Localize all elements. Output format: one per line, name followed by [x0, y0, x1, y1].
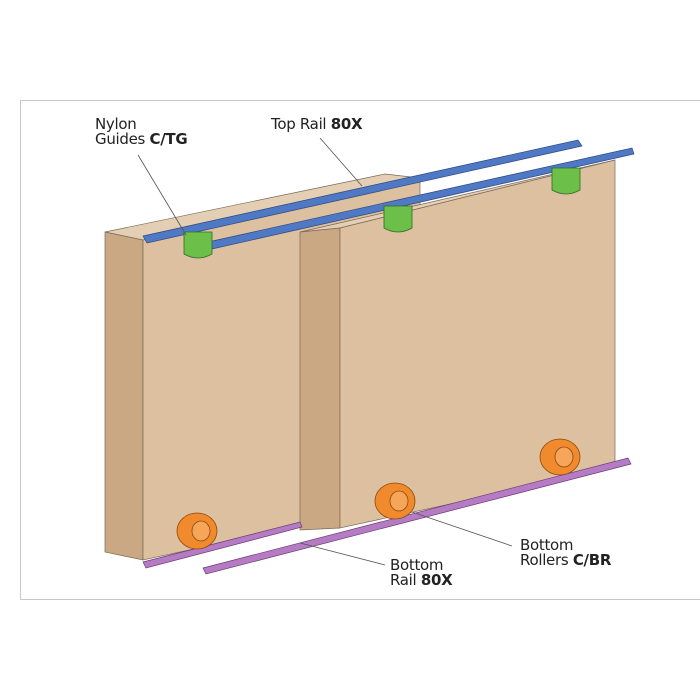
guide-icon: [383, 205, 413, 233]
label-code: 80X: [330, 115, 363, 133]
label-code: 80X: [420, 571, 453, 589]
label-line: Bottom: [520, 536, 574, 554]
label-line: Rail: [390, 571, 417, 589]
right-door: [299, 159, 616, 531]
roller-icon: [374, 482, 416, 520]
label-line: Bottom: [390, 556, 444, 574]
bottom-rollers-label: Bottom Rollers C/BR: [520, 538, 611, 568]
label-line: Rollers: [520, 551, 569, 569]
bottom-rail-label: Bottom Rail 80X: [390, 556, 453, 589]
roller-icon: [176, 512, 218, 550]
bottom-rollers: [176, 438, 581, 550]
top-rail-label: Top Rail 80X: [271, 115, 363, 133]
roller-icon: [539, 438, 581, 476]
guide-icon: [183, 231, 213, 259]
guide-icon: [551, 167, 581, 195]
leader-lines: [137, 137, 513, 566]
label-line: Nylon: [95, 115, 137, 133]
label-line: Top Rail: [271, 115, 327, 133]
label-line: Guides: [95, 130, 146, 148]
nylon-guides: [183, 167, 581, 259]
left-door-side: [104, 231, 144, 561]
right-door-side: [299, 227, 341, 531]
label-code: C/TG: [149, 130, 188, 148]
label-code: C/BR: [572, 551, 612, 569]
diagram-frame: [20, 100, 700, 600]
nylon-guides-label: Nylon Guides C/TG: [95, 115, 188, 148]
bottom-rail: [142, 457, 632, 575]
